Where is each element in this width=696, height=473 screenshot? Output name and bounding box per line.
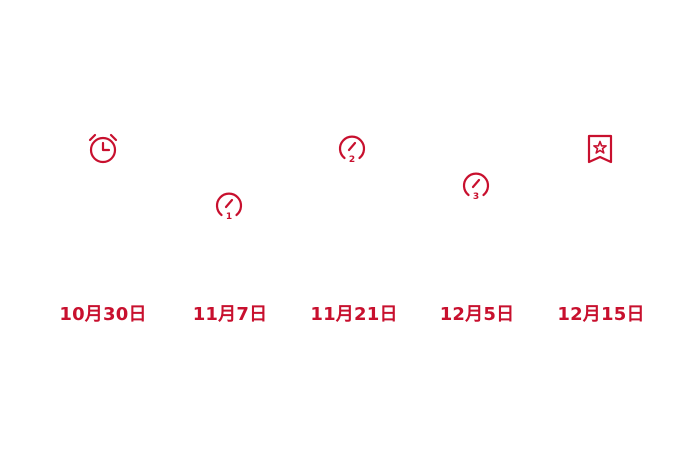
date-label: 11月21日 — [310, 304, 398, 325]
date-label: 12月15日 — [557, 304, 645, 325]
bookmark-star-icon — [582, 131, 618, 167]
date-label: 10月30日 — [59, 304, 147, 325]
gauge-icon-2: 2 — [334, 131, 370, 167]
gauge-badge: 2 — [349, 155, 355, 165]
gauge-icon-1: 1 — [211, 188, 247, 224]
gauge-icon-3: 3 — [458, 168, 494, 204]
gauge-badge: 1 — [226, 212, 232, 222]
gauge-badge: 3 — [473, 192, 479, 202]
alarm-clock-icon — [85, 131, 121, 167]
date-label: 12月5日 — [439, 304, 515, 325]
date-label: 11月7日 — [192, 304, 268, 325]
